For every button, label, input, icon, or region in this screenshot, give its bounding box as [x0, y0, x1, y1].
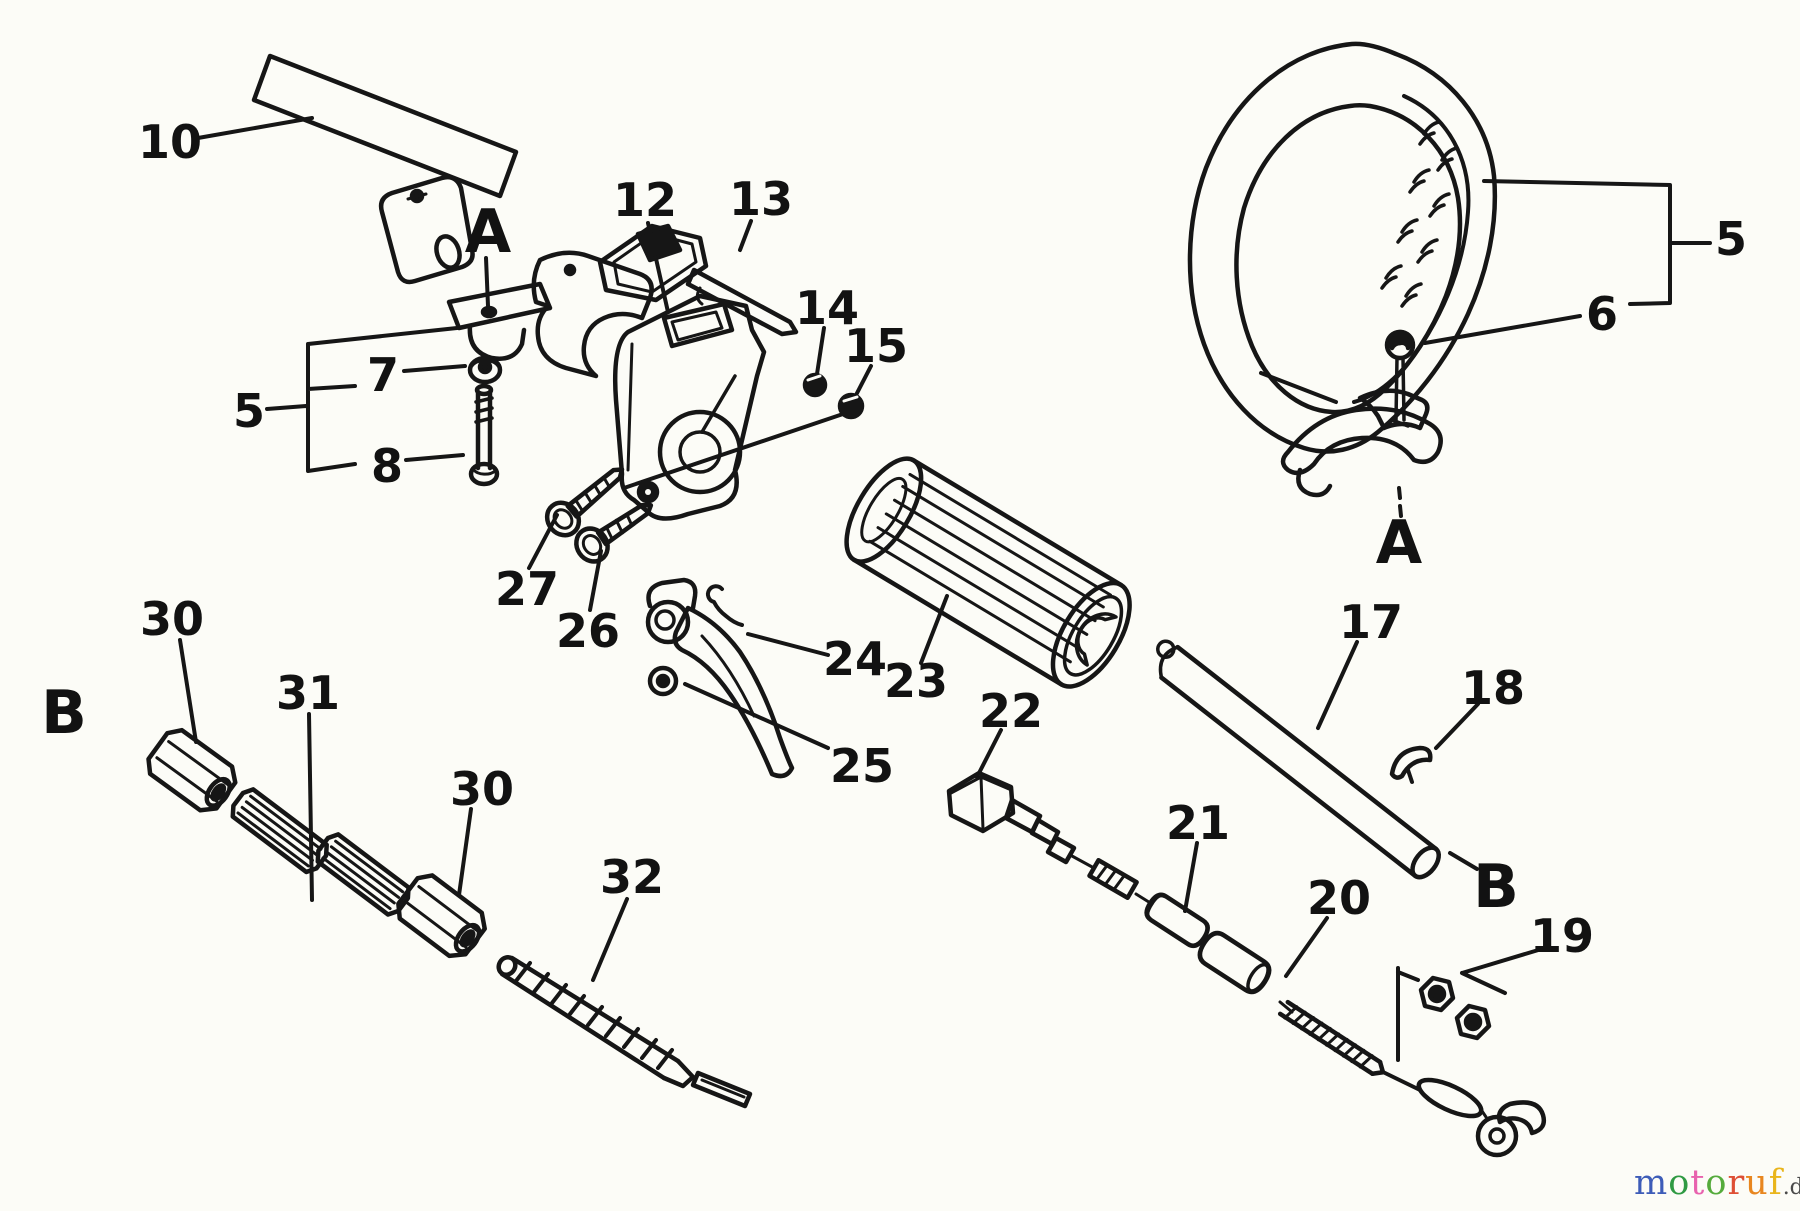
part-label-part-22: 22	[979, 684, 1043, 738]
part-label-ref-a-right: A	[1376, 508, 1423, 578]
watermark-letter: o	[1705, 1163, 1728, 1203]
ball-14-drawing	[802, 372, 828, 398]
part-label-part-6: 6	[1586, 287, 1618, 341]
part-label-part-25: 25	[830, 739, 894, 793]
part-label-part-31: 31	[276, 666, 340, 720]
watermark-letter: o	[1668, 1163, 1691, 1203]
watermark-brand: motoruf	[1634, 1163, 1783, 1203]
nut-7-drawing	[467, 355, 503, 385]
part-label-part-21: 21	[1166, 796, 1230, 850]
switch-drawing	[597, 223, 799, 337]
watermark-letter: t	[1690, 1163, 1706, 1203]
part-label-part-10: 10	[138, 115, 202, 169]
part-label-part-18: 18	[1461, 661, 1525, 715]
part-label-ref-b-left: B	[41, 678, 87, 748]
spline-shaft-31b-drawing	[315, 832, 411, 917]
sleeve-drawing	[378, 174, 475, 285]
part-label-part-5-right: 5	[1715, 212, 1747, 266]
clip-drawing	[1389, 745, 1433, 780]
part-label-part-7: 7	[367, 348, 399, 402]
part-label-part-5-left: 5	[233, 384, 265, 438]
spline-shaft-31a-drawing	[230, 787, 329, 875]
part-label-ref-b-right: B	[1473, 852, 1519, 922]
part-label-part-13: 13	[729, 172, 793, 226]
watermark-letter: u	[1745, 1163, 1769, 1203]
tube-drawing	[1156, 639, 1441, 880]
part-label-part-19: 19	[1530, 909, 1594, 963]
clamp-bracket-right-drawing	[1280, 388, 1443, 498]
part-label-part-8: 8	[371, 439, 403, 493]
screw-26-drawing	[574, 502, 654, 564]
part-label-part-27: 27	[495, 562, 559, 616]
flexible-shaft-drawing	[496, 955, 753, 1109]
part-label-part-15: 15	[844, 319, 908, 373]
part-label-part-20: 20	[1307, 871, 1371, 925]
throttle-housing-drawing	[612, 293, 767, 521]
coupler-30a-drawing	[146, 727, 238, 813]
nuts-19-drawing	[1418, 975, 1492, 1041]
part-label-part-26: 26	[556, 604, 620, 658]
part-label-part-23: 23	[884, 654, 948, 708]
part-label-part-17: 17	[1339, 595, 1403, 649]
screw-27-drawing	[544, 467, 625, 538]
grip-drawing	[844, 456, 1132, 689]
part-label-ref-a-left: A	[465, 197, 512, 267]
watermark-letter: f	[1768, 1163, 1783, 1203]
coupler-30b-drawing	[396, 873, 487, 959]
spring-wire-drawing	[706, 584, 744, 627]
loop-handle-drawing	[1187, 41, 1498, 454]
watermark-letter: m	[1634, 1163, 1669, 1203]
watermark-suffix: .de	[1782, 1175, 1800, 1200]
part-label-part-32: 32	[600, 850, 664, 904]
part-label-part-12: 12	[613, 173, 677, 227]
bolt-8-drawing	[468, 383, 500, 487]
part-label-part-14: 14	[795, 281, 859, 335]
part-label-part-30-a: 30	[140, 592, 204, 646]
part-label-part-30-b: 30	[450, 762, 514, 816]
decal-strip-drawing	[251, 53, 519, 199]
watermark-logo[interactable]: motoruf.de	[1634, 1163, 1800, 1208]
trigger-drawing	[645, 577, 795, 779]
ball-15-drawing	[837, 392, 865, 420]
cable-assembly-drawing	[946, 770, 1547, 1158]
watermark-letter: r	[1727, 1163, 1746, 1203]
part-label-part-24: 24	[823, 632, 887, 686]
